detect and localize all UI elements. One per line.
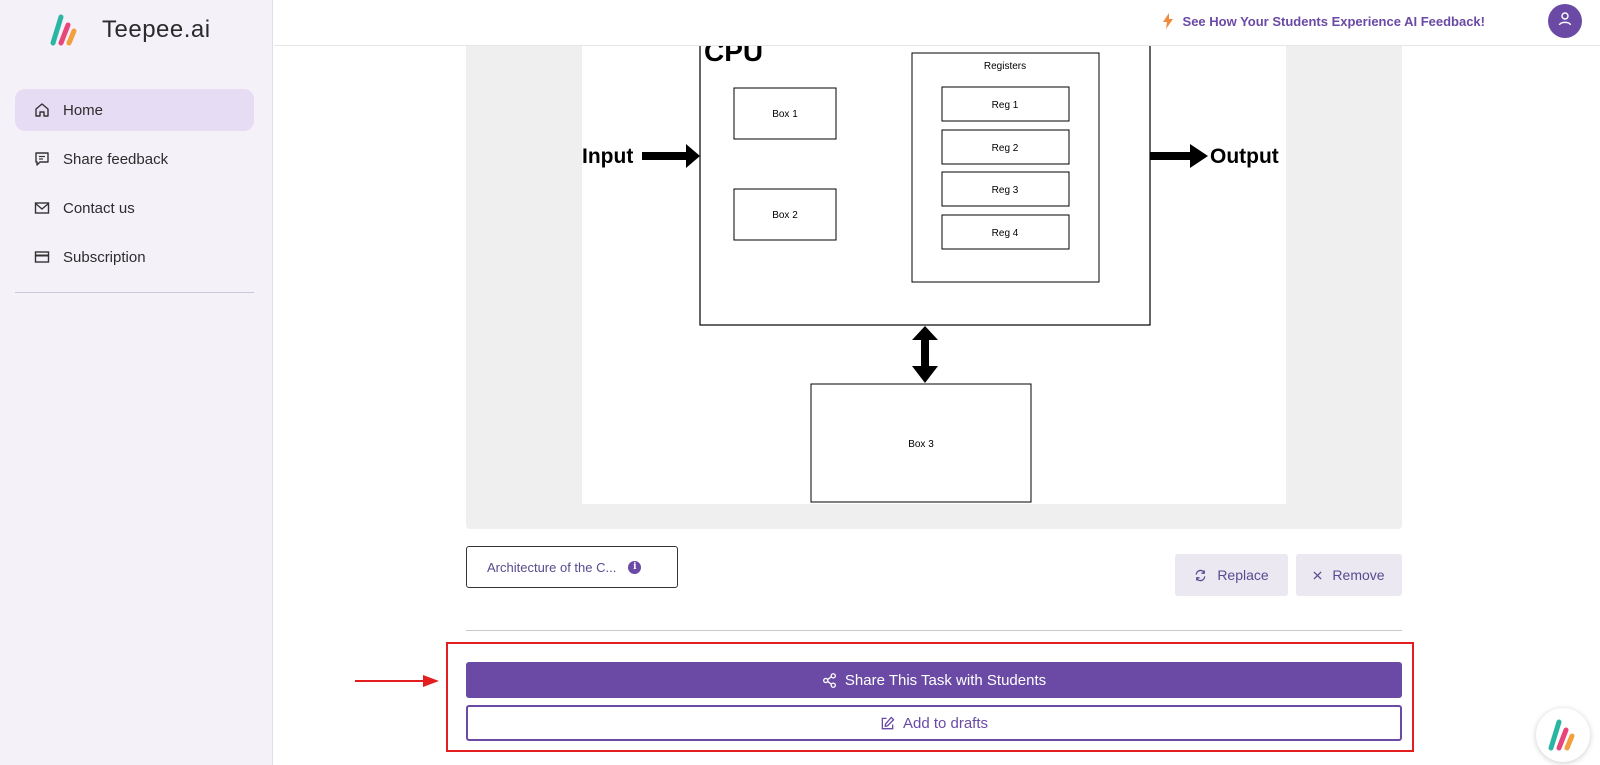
sidebar: Teepee.ai Home Share feedback Contact us…	[0, 0, 273, 765]
image-caption-text: Architecture of the C...	[487, 559, 617, 575]
close-icon	[1313, 570, 1322, 580]
refresh-icon	[1194, 569, 1207, 582]
drafts-label: Add to drafts	[902, 714, 989, 732]
reg-3-label: Reg 3	[992, 185, 1019, 196]
avatar[interactable]	[1548, 4, 1582, 38]
input-arrow-head	[686, 144, 700, 168]
input-arrow-shaft	[642, 152, 688, 160]
remove-image-button[interactable]: Remove	[1296, 554, 1402, 596]
promo-text: See How Your Students Experience AI Feed…	[1182, 13, 1485, 29]
bolt-icon	[1162, 13, 1174, 29]
reg-4-box	[941, 214, 1070, 250]
add-to-drafts-button[interactable]: Add to drafts	[466, 705, 1402, 741]
reg-2-label: Reg 2	[992, 143, 1019, 154]
reg-1-label: Reg 1	[992, 100, 1019, 111]
reg-3-box	[941, 171, 1070, 207]
sidebar-divider	[15, 292, 254, 293]
edit-icon	[880, 716, 895, 731]
reg-4-label: Reg 4	[992, 228, 1019, 239]
info-icon[interactable]: i	[628, 560, 642, 574]
image-caption-button[interactable]: Architecture of the C... i	[466, 546, 678, 588]
box-1-label: Box 1	[772, 109, 798, 120]
reg-2-box	[941, 129, 1070, 165]
replace-image-button[interactable]: Replace	[1175, 554, 1288, 596]
annotation-arrow-head	[423, 675, 439, 687]
share-icon	[822, 672, 837, 688]
double-arrow-head-down	[912, 366, 938, 383]
sidebar-item-share-feedback[interactable]: Share feedback	[15, 138, 254, 180]
sidebar-item-label: Contact us	[63, 199, 135, 217]
sidebar-item-label: Subscription	[63, 248, 146, 266]
home-icon	[33, 101, 51, 119]
double-arrow-shaft	[921, 338, 929, 368]
box-2-label: Box 2	[772, 210, 798, 221]
registers-label: Registers	[984, 61, 1026, 72]
share-label: Share This Task with Students	[844, 671, 1047, 689]
annotation-arrow-line	[355, 680, 425, 682]
sidebar-item-home[interactable]: Home	[15, 89, 254, 131]
box-2	[733, 188, 837, 241]
annotation-highlight-box	[446, 642, 1414, 752]
box-3	[810, 383, 1032, 503]
output-arrow-head	[1190, 144, 1208, 168]
cpu-diagram-image: CPU Box 1 Box 2 Registers Reg 1 Reg 2 Re…	[582, 46, 1286, 504]
sidebar-item-label: Share feedback	[63, 150, 169, 168]
share-task-button[interactable]: Share This Task with Students	[466, 662, 1402, 698]
sidebar-nav: Home Share feedback Contact us Subscript…	[15, 89, 254, 285]
box-3-label: Box 3	[908, 439, 934, 450]
mail-icon	[33, 199, 51, 217]
box-1	[733, 87, 837, 140]
section-divider	[466, 630, 1402, 631]
sidebar-item-subscription[interactable]: Subscription	[15, 236, 254, 278]
remove-label: Remove	[1332, 567, 1385, 583]
teepee-logo-icon	[1548, 719, 1575, 751]
cpu-label: CPU	[704, 46, 763, 67]
promo-link[interactable]: See How Your Students Experience AI Feed…	[1162, 13, 1485, 29]
output-arrow-shaft	[1150, 152, 1192, 160]
output-label: Output	[1210, 145, 1279, 168]
user-icon	[1557, 11, 1573, 32]
message-icon	[33, 150, 51, 168]
sidebar-item-label: Home	[63, 101, 104, 119]
teepee-logo-icon	[50, 14, 77, 46]
input-label: Input	[582, 145, 633, 168]
app-name: Teepee.ai	[102, 16, 211, 43]
double-arrow-head-up	[912, 326, 938, 340]
reg-1-box	[941, 86, 1070, 122]
replace-label: Replace	[1217, 567, 1269, 583]
card-icon	[33, 248, 51, 266]
floating-help-button[interactable]	[1536, 708, 1590, 762]
topbar: See How Your Students Experience AI Feed…	[274, 0, 1600, 46]
app-logo[interactable]: Teepee.ai	[48, 12, 211, 48]
sidebar-item-contact-us[interactable]: Contact us	[15, 187, 254, 229]
